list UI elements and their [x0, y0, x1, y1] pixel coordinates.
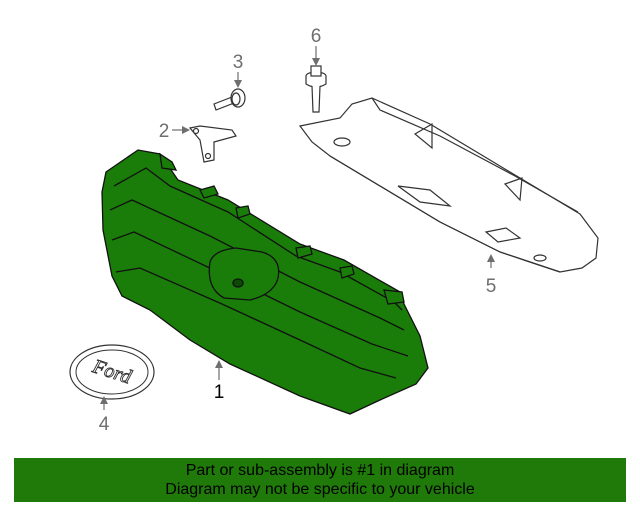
callout-6: 6 — [311, 26, 322, 47]
callout-5: 5 — [486, 276, 497, 297]
callout-3: 3 — [233, 52, 244, 73]
banner-line-2: Diagram may not be specific to your vehi… — [165, 481, 475, 498]
info-banner: Part or sub-assembly is #1 in diagram Di… — [14, 458, 626, 502]
callout-4: 4 — [99, 414, 110, 435]
part-2-bracket[interactable] — [188, 125, 237, 163]
callout-1: 1 — [214, 382, 225, 403]
banner-line-1: Part or sub-assembly is #1 in diagram — [185, 462, 455, 479]
part-3-bolt[interactable] — [213, 88, 246, 111]
parts-diagram: Ford 6 3 2 5 1 4 — [69, 26, 599, 435]
part-6-push-pin[interactable] — [305, 65, 327, 113]
leader-lines — [100, 46, 495, 410]
part-5-sight-shield[interactable] — [298, 97, 599, 273]
callout-2: 2 — [159, 121, 170, 142]
part-4-emblem[interactable]: Ford — [69, 344, 155, 400]
part-1-grille[interactable] — [101, 149, 429, 415]
